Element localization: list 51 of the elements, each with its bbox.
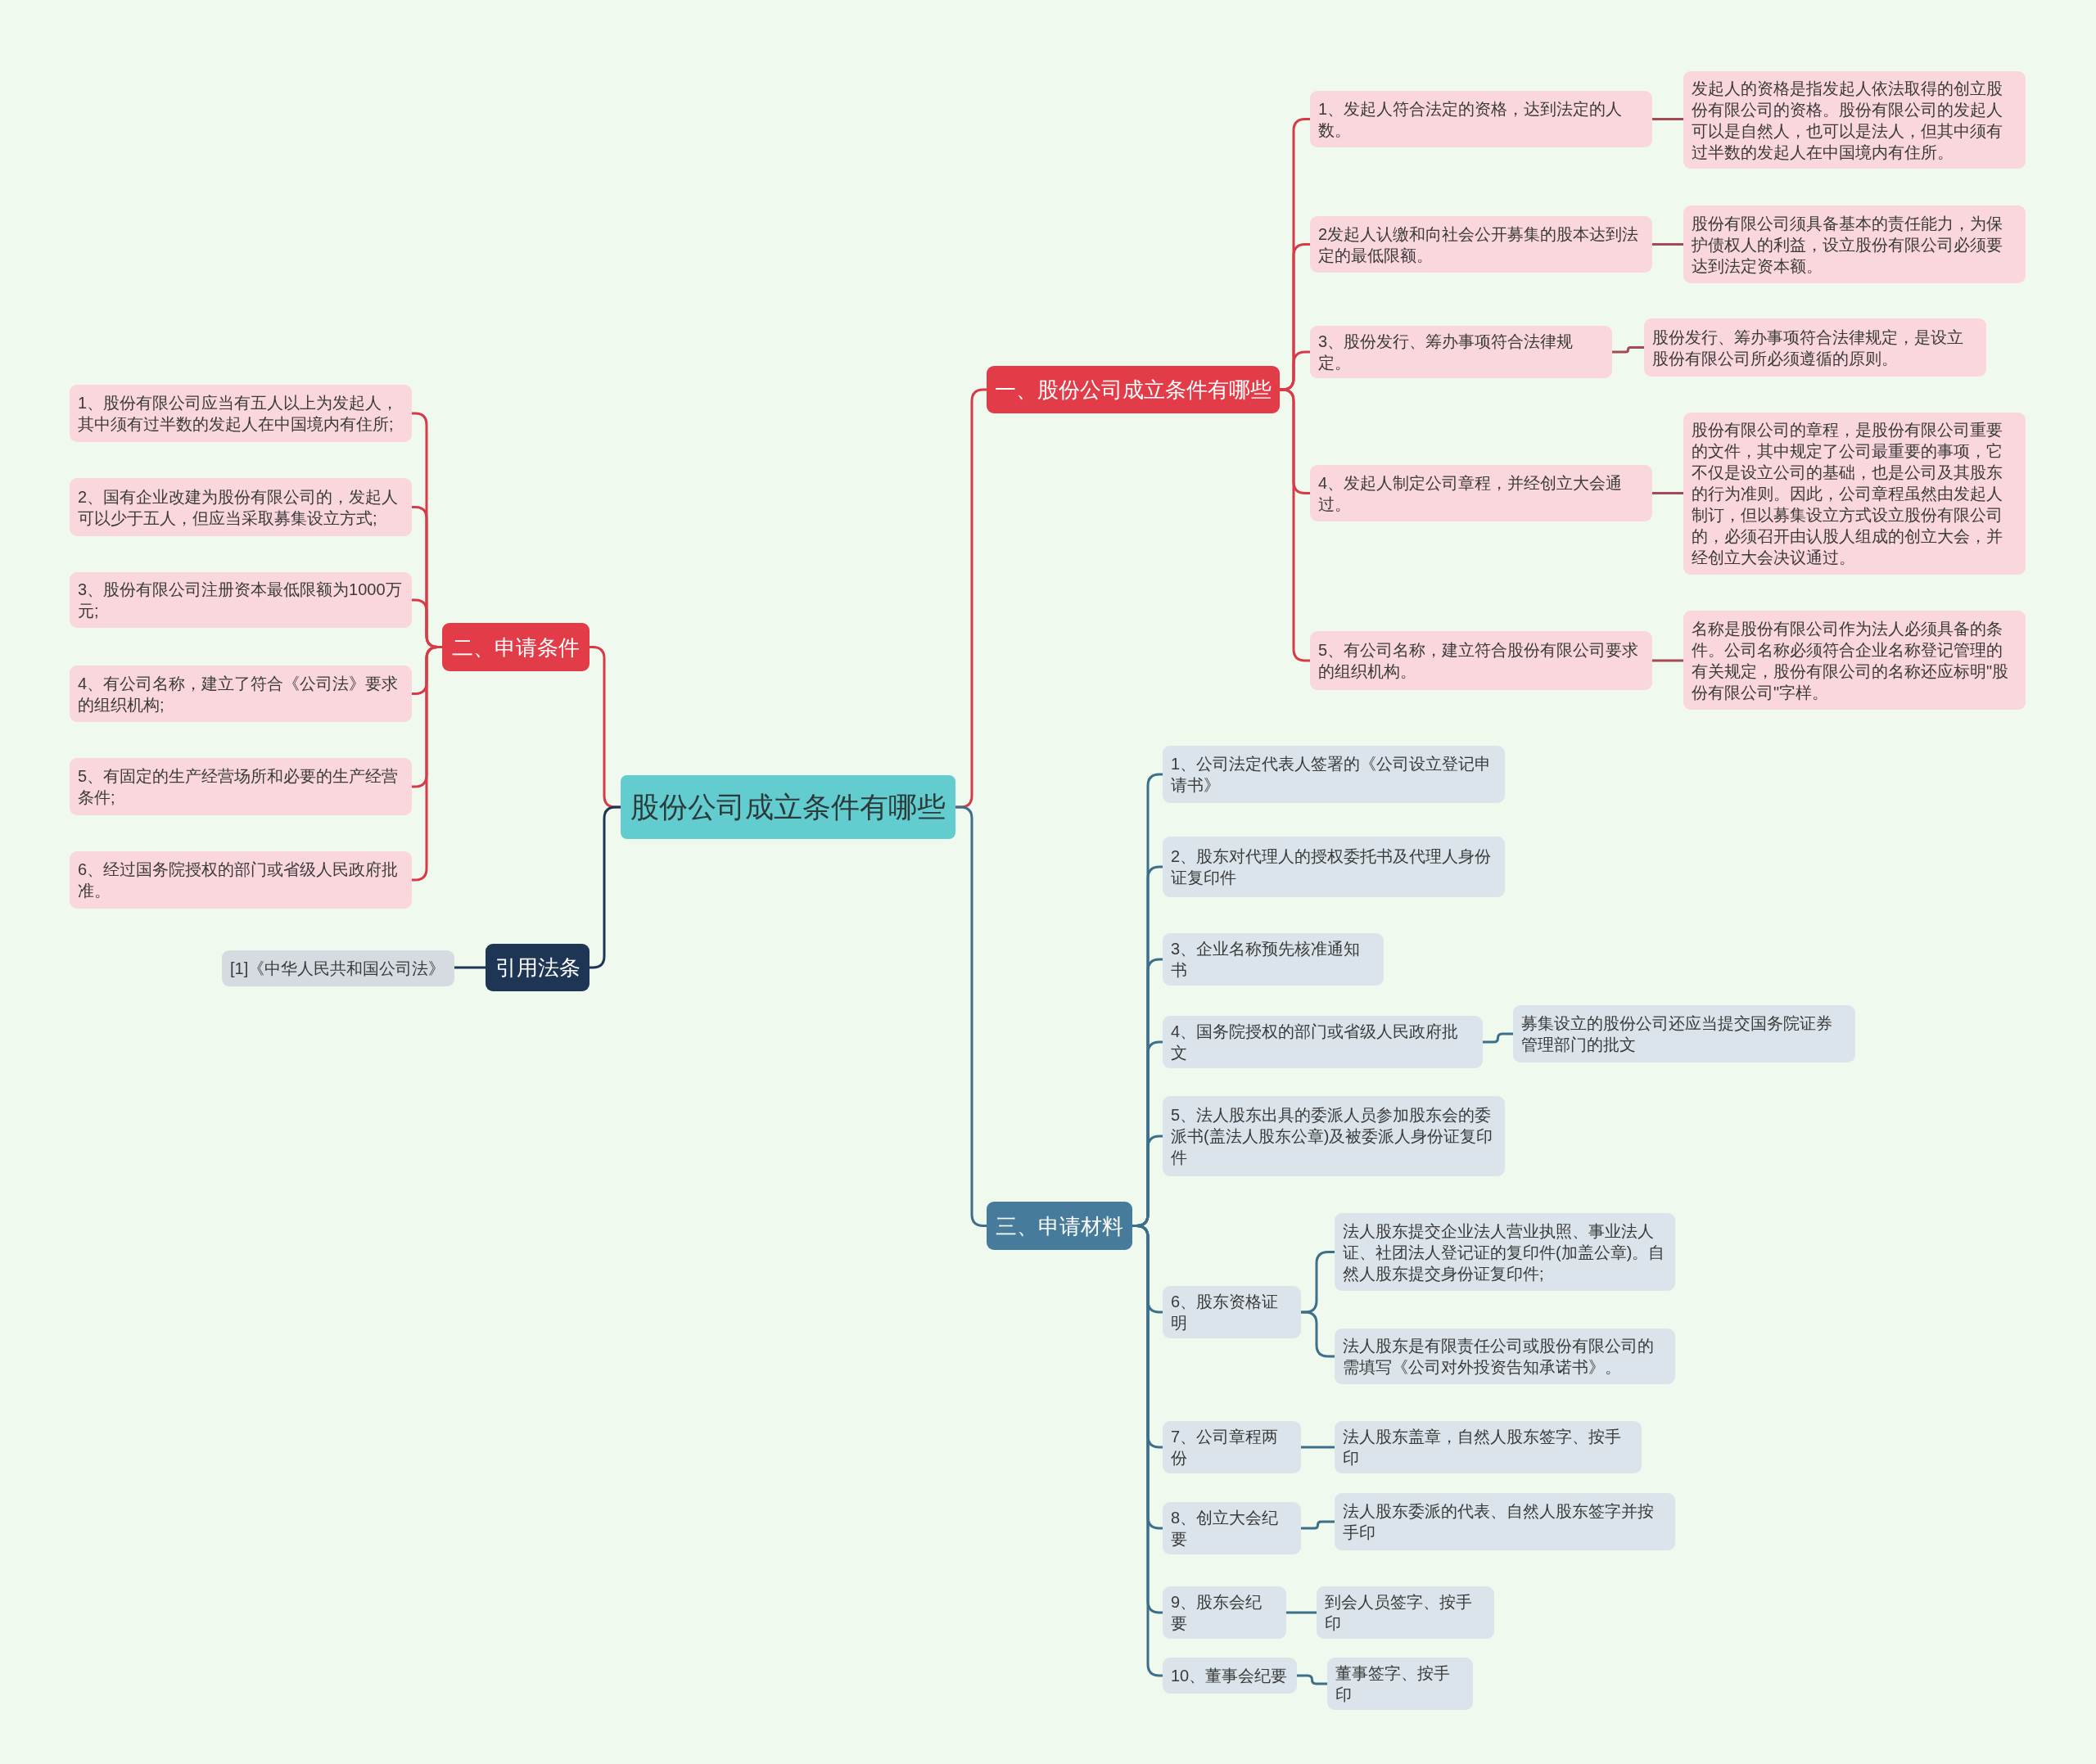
note-box: 法人股东提交企业法人营业执照、事业法人证、社团法人登记证的复印件(加盖公章)。自然人股东提交身份证复印件; bbox=[1335, 1213, 1675, 1291]
note-box: 发起人的资格是指发起人依法取得的创立股份有限公司的资格。股份有限公司的发起人可以是自然人，也可以是法人，但其中须有过半数的发起人在中国境内有住所。 bbox=[1683, 71, 2026, 169]
branch-box: 引用法条 bbox=[486, 944, 590, 991]
connector-line bbox=[1652, 118, 1683, 120]
item-box: 1、公司法定代表人签署的《公司设立登记申请书》 bbox=[1163, 746, 1505, 803]
item-box: 6、经过国务院授权的部门或省级人民政府批准。 bbox=[70, 851, 412, 909]
note-box: 法人股东盖章，自然人股东签字、按手印 bbox=[1335, 1421, 1642, 1473]
connector-line bbox=[454, 966, 486, 969]
item-box: 3、股份发行、筹办事项符合法律规定。 bbox=[1310, 326, 1612, 378]
item-box: 2、股东对代理人的授权委托书及代理人身份证复印件 bbox=[1163, 837, 1505, 897]
citation-box: [1]《中华人民共和国公司法》 bbox=[222, 950, 454, 986]
note-box: 法人股东是有限责任公司或股份有限公司的需填写《公司对外投资告知承诺书》。 bbox=[1335, 1329, 1675, 1384]
connector-line bbox=[1612, 346, 1644, 354]
branch-box: 一、股份公司成立条件有哪些 bbox=[987, 366, 1280, 413]
note-box: 名称是股份有限公司作为法人必须具备的条件。公司名称必须符合企业名称登记管理的有关规定，股份有限公司的名称还应标明"股份有限公司"字样。 bbox=[1683, 611, 2026, 710]
note-box: 募集设立的股份公司还应当提交国务院证券管理部门的批文 bbox=[1513, 1005, 1855, 1062]
note-box: 董事签字、按手印 bbox=[1327, 1658, 1473, 1710]
item-box: 2发起人认缴和向社会公开募集的股本达到法定的最低限额。 bbox=[1310, 216, 1652, 273]
item-box: 4、国务院授权的部门或省级人民政府批文 bbox=[1163, 1016, 1483, 1068]
connector-line bbox=[1652, 243, 1683, 246]
item-box: 1、股份有限公司应当有五人以上为发起人，其中须有过半数的发起人在中国境内有住所; bbox=[70, 385, 412, 442]
item-box: 3、企业名称预先核准通知书 bbox=[1163, 933, 1384, 986]
item-box: 7、公司章程两份 bbox=[1163, 1421, 1301, 1473]
note-box: 法人股东委派的代表、自然人股东签字并按手印 bbox=[1335, 1493, 1675, 1550]
connector-line bbox=[1301, 1520, 1335, 1530]
note-box: 股份发行、筹办事项符合法律规定，是设立股份有限公司所必须遵循的原则。 bbox=[1644, 318, 1986, 377]
connector-line bbox=[1652, 659, 1683, 662]
connector-line bbox=[1301, 1446, 1335, 1449]
note-box: 到会人员签字、按手印 bbox=[1317, 1586, 1494, 1639]
branch-box: 三、申请材料 bbox=[987, 1202, 1132, 1250]
item-box: 1、发起人符合法定的资格，达到法定的人数。 bbox=[1310, 91, 1652, 147]
item-box: 5、有固定的生产经营场所和必要的生产经营条件; bbox=[70, 758, 412, 815]
item-box: 2、国有企业改建为股份有限公司的，发起人可以少于五人，但应当采取募集设立方式; bbox=[70, 478, 412, 536]
connector-line bbox=[1652, 492, 1683, 494]
item-box: 4、有公司名称，建立了符合《公司法》要求的组织机构; bbox=[70, 665, 412, 722]
note-box: 股份有限公司的章程，是股份有限公司重要的文件，其中规定了公司最重要的事项，它不仅是设立公司的基础，也是公司及其股东的行为准则。因此，公司章程虽然由发起人制订，但以募集设立方式设立股份有限公司的，必须召开由认股人组成的创立大会，并经创立大会决议通过。 bbox=[1683, 413, 2026, 575]
item-box: 5、有公司名称，建立符合股份有限公司要求的组织机构。 bbox=[1310, 631, 1652, 690]
item-box: 6、股东资格证明 bbox=[1163, 1286, 1301, 1338]
item-box: 3、股份有限公司注册资本最低限额为1000万元; bbox=[70, 572, 412, 628]
connector-line bbox=[1297, 1674, 1327, 1685]
item-box: 5、法人股东出具的委派人员参加股东会的委派书(盖法人股东公章)及被委派人身份证复印件 bbox=[1163, 1096, 1505, 1176]
item-box: 10、董事会纪要 bbox=[1163, 1658, 1297, 1694]
item-box: 9、股东会纪要 bbox=[1163, 1586, 1286, 1639]
connector-line bbox=[1483, 1032, 1513, 1044]
topic-box: 股份公司成立条件有哪些 bbox=[621, 775, 955, 839]
note-box: 股份有限公司须具备基本的责任能力，为保护债权人的利益，设立股份有限公司必须要达到法定资本额。 bbox=[1683, 205, 2026, 283]
branch-box: 二、申请条件 bbox=[442, 623, 590, 671]
connector-line bbox=[1280, 350, 1310, 391]
connector-line bbox=[1286, 1611, 1317, 1614]
item-box: 4、发起人制定公司章程，并经创立大会通过。 bbox=[1310, 465, 1652, 521]
item-box: 8、创立大会纪要 bbox=[1163, 1502, 1301, 1554]
